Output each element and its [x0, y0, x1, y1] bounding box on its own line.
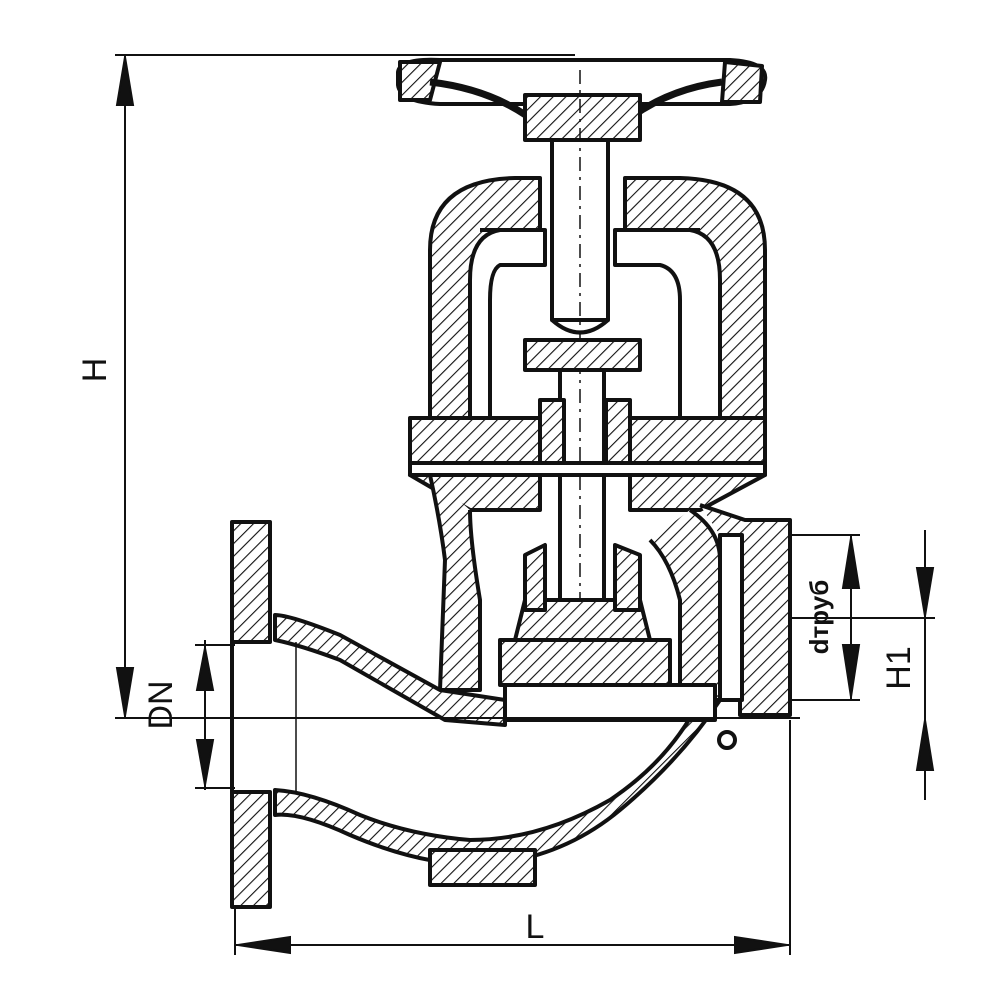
- side-port: [699, 503, 792, 750]
- label-L: L: [526, 908, 545, 946]
- dimension-L: [234, 720, 791, 955]
- dimension-DN: [195, 640, 235, 790]
- valve-body: [273, 474, 722, 887]
- bonnet-flange: [408, 416, 767, 512]
- dimension-H: [115, 54, 800, 719]
- label-H1: H1: [880, 646, 918, 689]
- dimension-H1: [790, 530, 935, 800]
- inlet-flange: [230, 520, 297, 909]
- stem: [550, 70, 610, 720]
- label-DN: DN: [142, 680, 180, 729]
- label-dpipe: dтруб: [804, 580, 834, 655]
- handwheel: [396, 57, 768, 142]
- label-H: H: [76, 358, 114, 383]
